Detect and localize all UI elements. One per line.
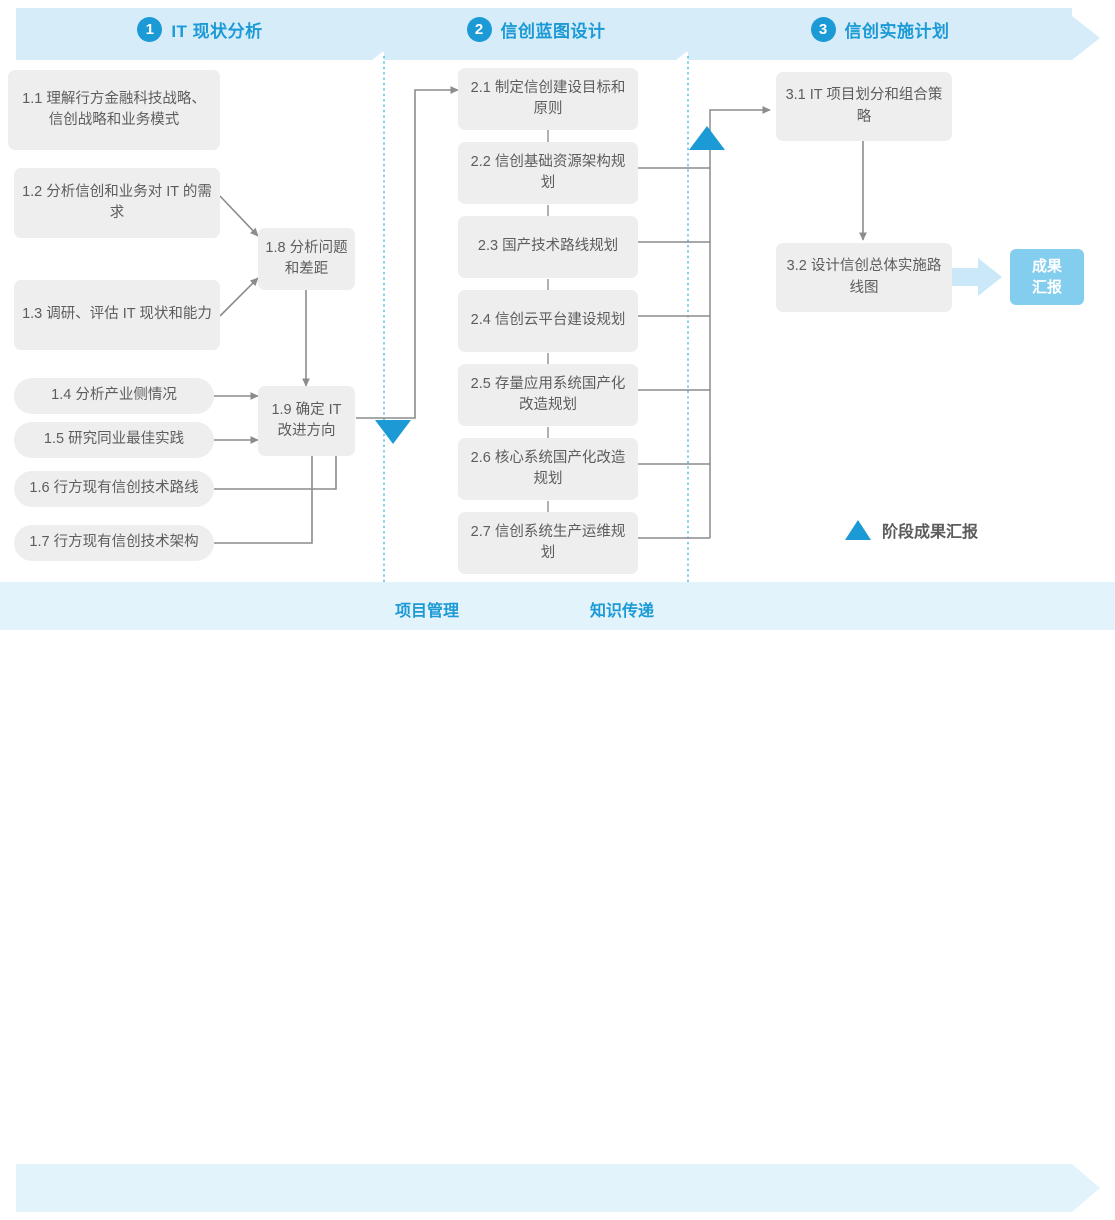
- task-box-2-4[interactable]: 2.4 信创云平台建设规划: [458, 290, 638, 352]
- phase-tab-3[interactable]: 3 信创实施计划: [688, 8, 1072, 52]
- stage1-to-stage2-connector: [356, 86, 459, 419]
- task-box-1-7[interactable]: 1.7 行方现有信创技术架构: [14, 525, 214, 561]
- legend: 阶段成果汇报: [845, 518, 978, 542]
- phase-number-2: 2: [466, 16, 492, 42]
- task-box-3-2[interactable]: 3.2 设计信创总体实施路线图: [776, 243, 952, 312]
- phase-label-1: IT 现状分析: [171, 21, 263, 41]
- diagram-canvas: 1 IT 现状分析 2 信创蓝图设计 3 信创实施计划: [0, 8, 1115, 1212]
- footer-label-project-management: 项目管理: [395, 603, 460, 620]
- task-box-1-8[interactable]: 1.8 分析问题和差距: [258, 228, 355, 290]
- phase2-to-phase3-bus: [638, 106, 771, 539]
- phase-number-3: 3: [810, 16, 836, 42]
- result-arrow: [948, 258, 1002, 296]
- task-box-2-6[interactable]: 2.6 核心系统国产化改造规划: [458, 438, 638, 500]
- task-box-2-1[interactable]: 2.1 制定信创建设目标和原则: [458, 68, 638, 130]
- phase-header-band: 1 IT 现状分析 2 信创蓝图设计 3 信创实施计划: [0, 8, 1115, 60]
- task-box-1-2[interactable]: 1.2 分析信创和业务对 IT 的需求: [14, 168, 220, 238]
- phase-number-1: 1: [137, 16, 163, 42]
- phase-tab-2[interactable]: 2 信创蓝图设计: [384, 8, 688, 52]
- phase-label-2: 信创蓝图设计: [500, 21, 606, 41]
- task-box-2-5[interactable]: 2.5 存量应用系统国产化改造规划: [458, 364, 638, 426]
- result-report-badge[interactable]: 成果 汇报: [1010, 249, 1084, 305]
- task-box-1-9[interactable]: 1.9 确定 IT 改进方向: [258, 386, 355, 456]
- footer-band: [0, 582, 1115, 1212]
- task-box-1-6[interactable]: 1.6 行方现有信创技术路线: [14, 471, 214, 507]
- task-box-2-7[interactable]: 2.7 信创系统生产运维规划: [458, 512, 638, 574]
- phase-tab-1[interactable]: 1 IT 现状分析: [16, 8, 384, 52]
- phase-label-3: 信创实施计划: [844, 21, 950, 41]
- task-box-2-2[interactable]: 2.2 信创基础资源架构规划: [458, 142, 638, 204]
- milestone-triangle-icon: [845, 520, 871, 540]
- task-box-1-1[interactable]: 1.1 理解行方金融科技战略、信创战略和业务模式: [8, 70, 220, 150]
- task-box-1-3[interactable]: 1.3 调研、评估 IT 现状和能力: [14, 280, 220, 350]
- legend-label: 阶段成果汇报: [882, 524, 979, 541]
- task-box-1-4[interactable]: 1.4 分析产业侧情况: [14, 378, 214, 414]
- footer-label-knowledge-transfer: 知识传递: [590, 603, 655, 620]
- task-box-3-1[interactable]: 3.1 IT 项目划分和组合策略: [776, 72, 952, 141]
- footer-chevron: [16, 1164, 1100, 1212]
- task-box-2-3[interactable]: 2.3 国产技术路线规划: [458, 216, 638, 278]
- task-box-1-5[interactable]: 1.5 研究同业最佳实践: [14, 422, 214, 458]
